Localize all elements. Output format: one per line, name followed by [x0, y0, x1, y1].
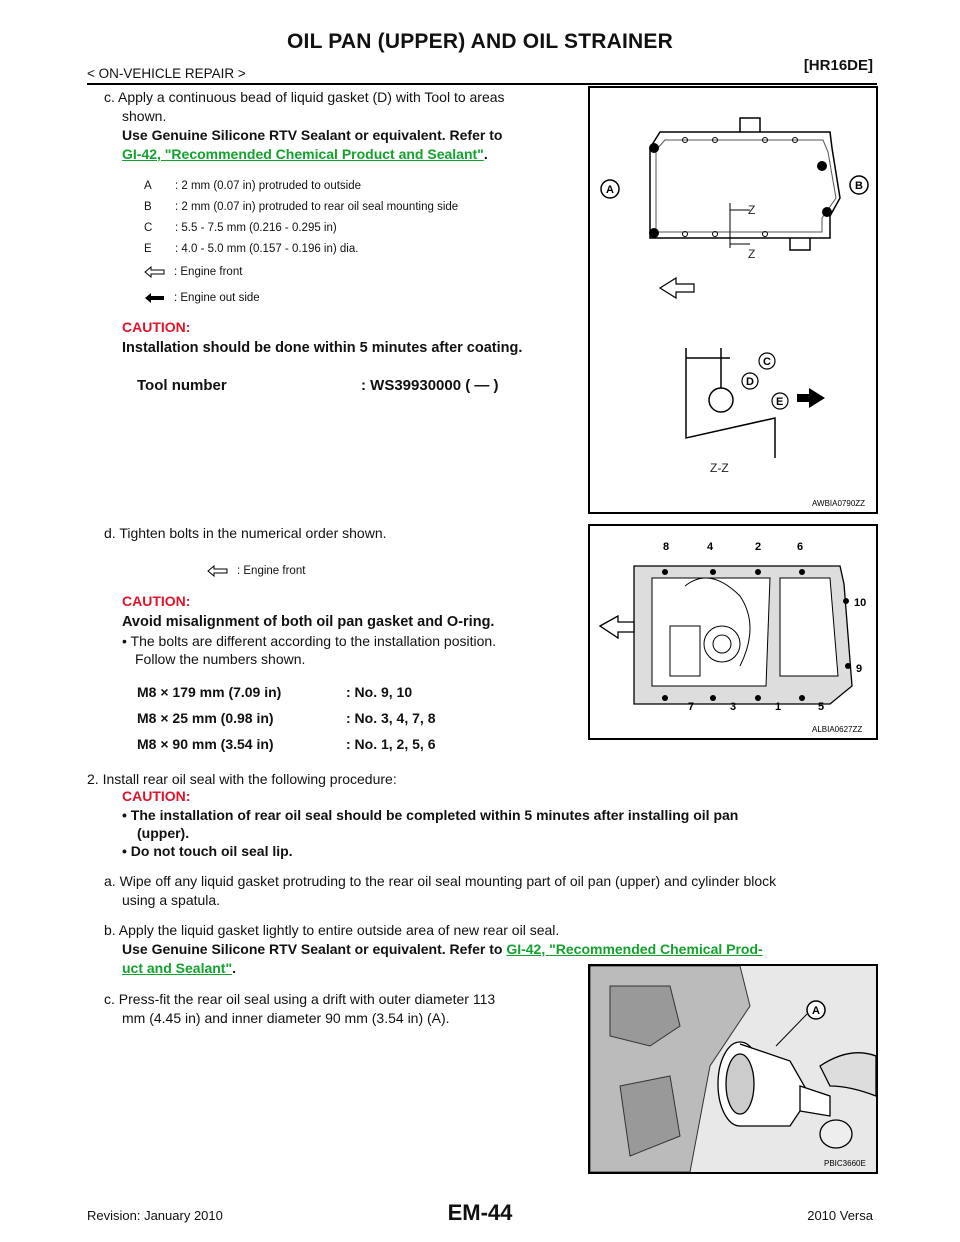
fig2-bolt-5: 5 — [818, 701, 824, 713]
gasket-diagram: Z Z Z-Z A B C D E AWBIA0790ZZ — [600, 117, 869, 508]
fig3-callout-a: A — [812, 1005, 820, 1017]
fig1-callout-e: E — [776, 396, 783, 408]
ref-link-gi42[interactable]: GI-42, "Recommended Chemical Product and… — [122, 146, 484, 162]
step-d-text: d. Tighten bolts in the numerical order … — [104, 525, 387, 541]
bolt-no-1: : No. 9, 10 — [346, 684, 413, 700]
step-b-line2: Use Genuine Silicone RTV Sealant or equi… — [122, 941, 763, 957]
legend-engine-front: : Engine front — [144, 262, 242, 283]
legend-row-b: B: 2 mm (0.07 in) protruded to rear oil … — [144, 201, 459, 213]
fig2-front-arrow-icon — [598, 614, 635, 640]
step-a-line1: a. Wipe off any liquid gasket protruding… — [104, 873, 777, 889]
fig1-code: AWBIA0790ZZ — [812, 499, 865, 508]
step-c-link-row: GI-42, "Recommended Chemical Product and… — [122, 145, 488, 164]
fig2-code: ALBIA0627ZZ — [812, 725, 862, 734]
bolt-size-1: M8 × 179 mm (7.09 in) — [137, 684, 282, 700]
bullet-bolt-position: • The bolts are different according to t… — [122, 633, 497, 649]
fig2-bolt-4: 4 — [707, 541, 714, 553]
step-c-line1b: shown. — [122, 108, 167, 124]
caution-text-1: Installation should be done within 5 min… — [122, 340, 523, 356]
bullet-bolt-position-b: Follow the numbers shown. — [135, 651, 306, 667]
step-c2-line1: c. Press-fit the rear oil seal using a d… — [104, 991, 496, 1007]
fig2-bolt-7: 7 — [688, 701, 694, 713]
figure-bolt-order: 8 4 2 6 10 9 7 3 1 5 ALBIA0627ZZ — [588, 524, 878, 740]
fig1-z-top: Z — [748, 203, 755, 217]
legend-list: A: 2 mm (0.07 in) protruded to outside B… — [144, 176, 458, 260]
fig1-front-arrow-icon — [658, 276, 695, 300]
fig2-bolt-6: 6 — [797, 541, 803, 553]
legend-engine-out: : Engine out side — [144, 288, 260, 309]
step-c-line2: Use Genuine Silicone RTV Sealant or equi… — [122, 127, 503, 143]
outline-arrow-left-icon — [144, 265, 165, 279]
fig2-bolt-2: 2 — [755, 541, 761, 553]
header-divider — [87, 83, 877, 85]
step-a-line2: using a spatula. — [122, 892, 221, 908]
legend-engine-front-2: : Engine front — [207, 561, 305, 582]
fig1-z-bottom: Z — [748, 247, 755, 261]
caution-text-2: Avoid misalignment of both oil pan gaske… — [122, 614, 495, 630]
caution-bullet-5min: • The installation of rear oil seal shou… — [122, 807, 739, 823]
tool-number-label: Tool number — [137, 377, 227, 394]
vehicle-model: 2010 Versa — [807, 1208, 873, 1223]
fig2-bolt-8: 8 — [663, 541, 669, 553]
step-c2-line2: mm (4.45 in) and inner diameter 90 mm (3… — [122, 1010, 450, 1026]
step-c-line1: c. Apply a continuous bead of liquid gas… — [104, 89, 505, 105]
page-number: EM-44 — [447, 1200, 513, 1225]
ref-link-gi42-b[interactable]: GI-42, "Recommended Chemical Prod- — [506, 941, 763, 957]
step-b-line1: b. Apply the liquid gasket lightly to en… — [104, 922, 560, 938]
bolt-no-2: : No. 3, 4, 7, 8 — [346, 710, 436, 726]
engine-code: [HR16DE] — [803, 57, 873, 74]
oil-pan-diagram: 8 4 2 6 10 9 7 3 1 5 ALBIA0627ZZ — [598, 541, 866, 734]
fig1-callout-c: C — [763, 356, 771, 368]
outline-arrow-left-icon — [207, 564, 228, 578]
tool-number-value: : WS39930000 ( — ) — [361, 377, 499, 394]
fig3-code: PBIC3660E — [824, 1159, 866, 1168]
bolt-size-3: M8 × 90 mm (3.54 in) — [137, 736, 274, 752]
fig1-callout-d: D — [746, 376, 754, 388]
fig1-out-arrow-icon — [797, 388, 825, 408]
section-breadcrumb: < ON-VEHICLE REPAIR > — [87, 66, 246, 81]
legend-row-e: E: 4.0 - 5.0 mm (0.157 - 0.196 in) dia. — [144, 243, 359, 255]
legend-row-a: A: 2 mm (0.07 in) protruded to outside — [144, 180, 362, 192]
solid-arrow-left-icon — [145, 292, 164, 303]
press-fit-diagram: A PBIC3660E — [589, 965, 877, 1173]
fig2-bolt-9: 9 — [856, 663, 862, 675]
fig2-bolt-10: 10 — [854, 597, 866, 609]
bolt-size-2: M8 × 25 mm (0.98 in) — [137, 710, 274, 726]
ref-link-gi42-b-cont[interactable]: uct and Sealant" — [122, 960, 233, 976]
caution-bullet-5min-b: (upper). — [137, 825, 190, 841]
fig1-callout-a: A — [606, 184, 614, 196]
fig2-bolt-3: 3 — [730, 701, 736, 713]
fig1-zz-caption: Z-Z — [710, 461, 729, 475]
page-title: OIL PAN (UPPER) AND OIL STRAINER — [287, 30, 673, 53]
bolt-no-3: : No. 1, 2, 5, 6 — [346, 736, 436, 752]
step-b-line3: uct and Sealant". — [122, 960, 236, 976]
caution-label-3: CAUTION: — [122, 788, 191, 804]
caution-bullet-lip: • Do not touch oil seal lip. — [122, 843, 293, 859]
figure-press-fit-seal: A PBIC3660E — [588, 964, 878, 1174]
link-period: . — [483, 146, 488, 162]
fig2-bolt-1: 1 — [775, 701, 781, 713]
revision-date: Revision: January 2010 — [87, 1208, 223, 1223]
caution-label-1: CAUTION: — [122, 319, 191, 335]
legend-row-c: C: 5.5 - 7.5 mm (0.216 - 0.295 in) — [144, 222, 337, 234]
step-2-text: 2. Install rear oil seal with the follow… — [87, 771, 397, 787]
figure-gasket-bead: Z Z Z-Z A B C D E AWBIA0790ZZ — [588, 86, 878, 514]
fig1-callout-b: B — [855, 180, 863, 192]
caution-label-2: CAUTION: — [122, 593, 191, 609]
